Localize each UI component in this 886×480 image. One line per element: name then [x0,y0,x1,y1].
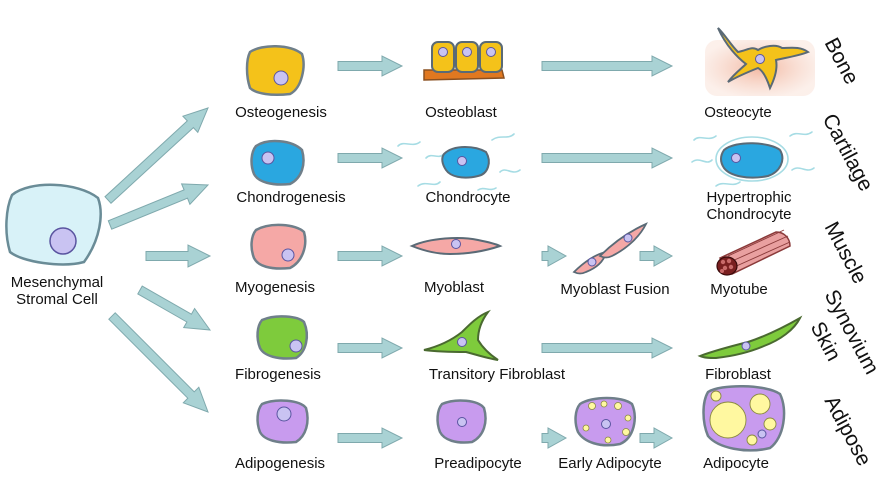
arrow-early-to-adipocyte [639,427,674,449]
arrow-fibrogenesis-to-transitory [337,337,404,359]
myoblast-label: Myoblast [423,279,485,296]
osteogenesis-label: Osteogenesis [235,104,327,121]
osteocyte-label: Osteocyte [704,104,772,121]
fibrogenesis-label: Fibrogenesis [235,366,321,383]
arrow-source-to-chondrogenesis [107,183,210,230]
myoblast-cell [409,237,503,256]
arrow-osteoblast-to-osteocyte [541,55,674,77]
preadipocyte-label: Preadipocyte [434,455,522,472]
preadipocyte-cell [436,399,487,444]
myogenesis-label: Myogenesis [234,279,316,296]
arrow-adipogenesis-to-preadipocyte [337,427,404,449]
mesenchymal-stromal-cell [5,183,102,266]
mesenchymal-label-line1: Mesenchymal [10,274,104,291]
hypertrophic-chondrocyte-label: Hypertrophic Chondrocyte [706,189,791,223]
arrow-chondrogenesis-to-chondrocyte [337,147,404,169]
arrow-transitory-to-fibroblast [541,337,674,359]
early-adipocyte-label: Early Adipocyte [558,455,662,472]
chondrogenesis-cell [250,139,305,186]
fibroblast-label: Fibroblast [705,366,771,383]
osteocyte-cell [705,27,815,96]
osteoblast-label: Osteoblast [425,104,497,121]
fibrogenesis-cell [256,315,308,360]
myotube-cell [716,229,791,276]
adipocyte-label: Adipocyte [703,455,769,472]
chondrocyte-label: Chondrocyte [425,189,511,206]
fibroblast-cell [697,315,803,360]
arrow-myogenesis-to-myoblast [337,245,404,267]
arrow-preadipocyte-to-early [541,427,568,449]
arrow-source-to-osteogenesis [104,107,209,205]
osteoblast-cells [423,41,505,81]
arrow-chondrocyte-to-hypertrophic [541,147,674,169]
arrow-source-to-fibrogenesis [137,285,212,331]
adipogenesis-label: Adipogenesis [234,455,326,472]
myoblast-fusion-label: Myoblast Fusion [560,281,670,298]
transitory-fibroblast-label: Transitory Fibroblast [428,366,566,383]
hypertrophic-chondrocyte-cell [691,131,815,187]
osteogenesis-cell [245,45,305,96]
adipocyte-cell [702,384,786,452]
adipogenesis-cell [256,399,309,444]
arrow-myoblast-to-fusion [541,245,568,267]
mesenchymal-label: Mesenchymal Stromal Cell [11,274,104,308]
arrow-osteogenesis-to-osteoblast [337,55,404,77]
arrow-source-to-adipogenesis [108,312,209,413]
hypertrophic-label-line2: Chondrocyte [706,206,792,223]
arrow-fusion-to-myotube [639,245,674,267]
chondrocyte-cell [397,133,521,191]
myogenesis-cell [250,223,307,270]
myotube-label: Myotube [710,281,768,298]
arrow-group [104,55,674,449]
arrow-source-to-myogenesis [145,244,212,268]
hypertrophic-label-line1: Hypertrophic [706,189,792,206]
transitory-fibroblast-cell [423,309,499,361]
chondrogenesis-label: Chondrogenesis [236,189,346,206]
myoblast-fusion-cells [572,222,648,275]
mesenchymal-label-line2: Stromal Cell [16,291,98,308]
early-adipocyte-cell [574,396,636,447]
